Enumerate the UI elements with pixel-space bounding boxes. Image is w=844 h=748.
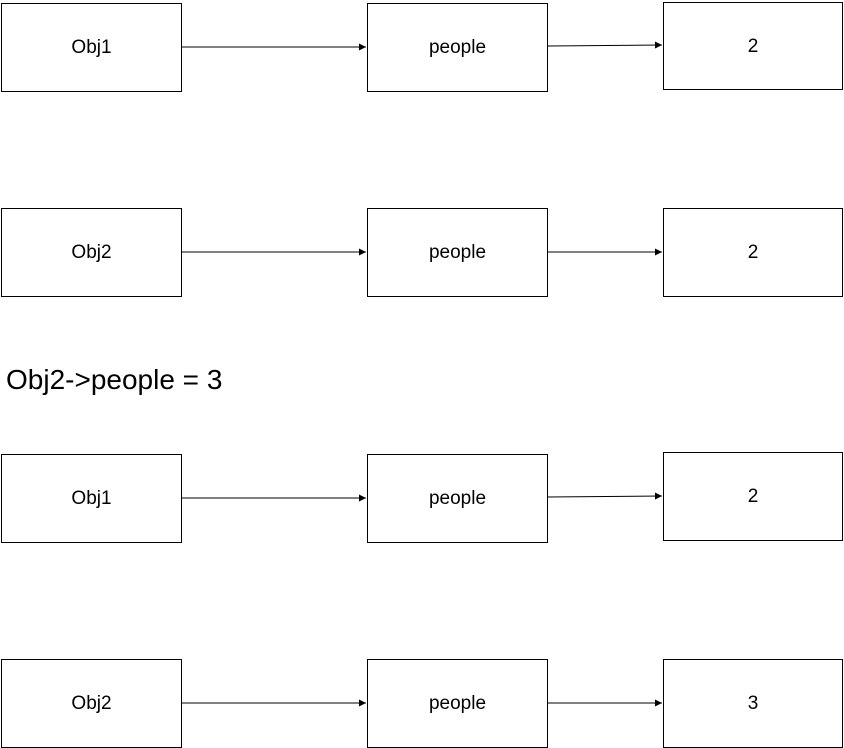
people-box-obj2-bottom: people [367,659,548,748]
value-label: 2 [747,35,759,57]
assignment-caption: Obj2->people = 3 [6,364,223,395]
people-box-obj1-bottom: people [367,454,548,543]
obj2-box-bottom: Obj2 [1,659,182,748]
value-label: 2 [747,486,759,507]
arrow-people-to-value-top [547,41,663,49]
obj2-label: Obj2 [71,242,112,263]
value-label: 3 [747,693,759,714]
obj1-box-top: Obj1 [1,3,182,92]
obj2-label: Obj2 [71,693,112,714]
people-label: people [428,488,487,509]
obj2-box-top: Obj2 [1,208,182,297]
obj1-label: Obj1 [71,488,112,509]
value-box-obj1-top: 2 [663,2,843,90]
people-label: people [428,693,487,714]
value-box-obj2-top: 2 [663,208,843,297]
people-label: people [428,37,487,58]
arrow-people-to-value-bottom [547,492,663,500]
value-box-obj2-bottom: 3 [663,659,843,748]
people-box-obj1-top: people [367,3,548,92]
obj1-box-bottom: Obj1 [1,454,182,543]
people-label: people [428,242,487,263]
value-label: 2 [747,242,759,263]
value-box-obj1-bottom: 2 [663,452,843,541]
people-box-obj2-top: people [367,208,548,297]
obj1-label: Obj1 [71,37,112,58]
